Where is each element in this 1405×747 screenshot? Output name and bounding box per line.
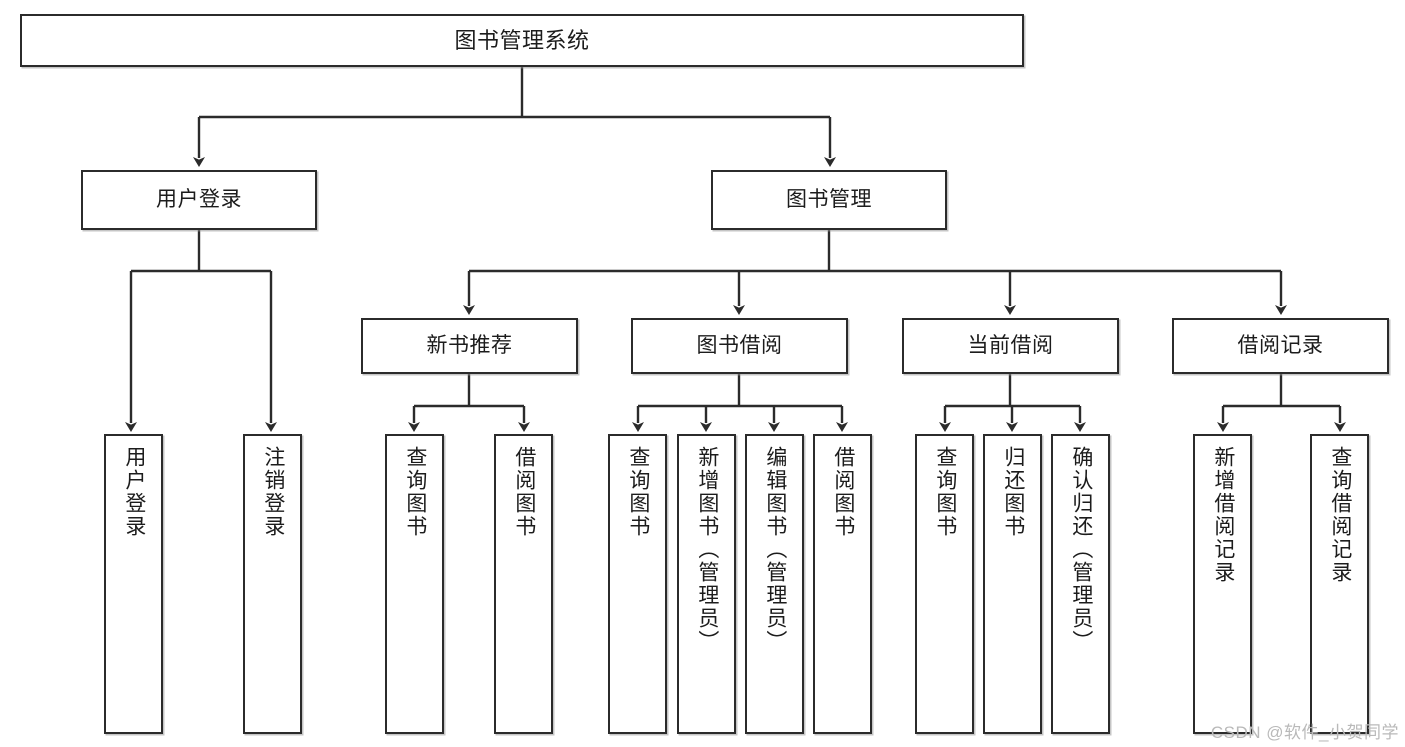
leaf-label: 新增借阅记录: [1211, 446, 1235, 584]
node-label: 图书管理系统: [454, 27, 590, 53]
leaf-query-book-current[interactable]: 查询图书: [915, 434, 974, 734]
node-borrow-record[interactable]: 借阅记录: [1172, 318, 1389, 374]
leaf-label: 借阅图书: [512, 446, 536, 538]
leaf-label: 借阅图书: [831, 446, 855, 538]
leaf-label: 查询借阅记录: [1328, 446, 1352, 584]
leaf-label: 查询图书: [933, 446, 957, 538]
node-label: 新书推荐: [426, 333, 513, 357]
leaf-edit-book-admin[interactable]: 编辑图书（管理员）: [745, 434, 804, 734]
node-user-login[interactable]: 用户登录: [81, 170, 317, 230]
node-label: 图书借阅: [696, 333, 783, 357]
leaf-borrow-book[interactable]: 借阅图书: [813, 434, 872, 734]
node-root-book-management-system[interactable]: 图书管理系统: [20, 14, 1024, 67]
node-label: 借阅记录: [1237, 333, 1324, 357]
leaf-label: 查询图书: [626, 446, 650, 538]
leaf-label: 新增图书（管理员）: [695, 446, 719, 653]
node-book-management[interactable]: 图书管理: [711, 170, 947, 230]
leaf-add-book-admin[interactable]: 新增图书（管理员）: [677, 434, 736, 734]
leaf-label: 用户登录: [122, 446, 146, 538]
leaf-confirm-return-admin[interactable]: 确认归还（管理员）: [1051, 434, 1110, 734]
leaf-label: 归还图书: [1001, 446, 1025, 538]
leaf-add-borrow-record[interactable]: 新增借阅记录: [1193, 434, 1252, 734]
leaf-label: 编辑图书（管理员）: [763, 446, 787, 653]
leaf-label: 查询图书: [403, 446, 427, 538]
leaf-user-login[interactable]: 用户登录: [104, 434, 163, 734]
leaf-query-borrow-record[interactable]: 查询借阅记录: [1310, 434, 1369, 734]
leaf-borrow-book-recommend[interactable]: 借阅图书: [494, 434, 553, 734]
leaf-query-book-borrow[interactable]: 查询图书: [608, 434, 667, 734]
leaf-return-book[interactable]: 归还图书: [983, 434, 1042, 734]
node-label: 用户登录: [156, 187, 242, 211]
node-book-borrow[interactable]: 图书借阅: [631, 318, 848, 374]
watermark-text: CSDN @软件_小贺同学: [1210, 723, 1399, 742]
leaf-label: 确认归还（管理员）: [1069, 446, 1093, 653]
node-label: 当前借阅: [967, 333, 1054, 357]
node-current-borrow[interactable]: 当前借阅: [902, 318, 1119, 374]
leaf-logout-login[interactable]: 注销登录: [243, 434, 302, 734]
leaf-query-book-recommend[interactable]: 查询图书: [385, 434, 444, 734]
leaf-label: 注销登录: [261, 446, 285, 538]
node-label: 图书管理: [786, 187, 872, 211]
node-new-book-recommend[interactable]: 新书推荐: [361, 318, 578, 374]
